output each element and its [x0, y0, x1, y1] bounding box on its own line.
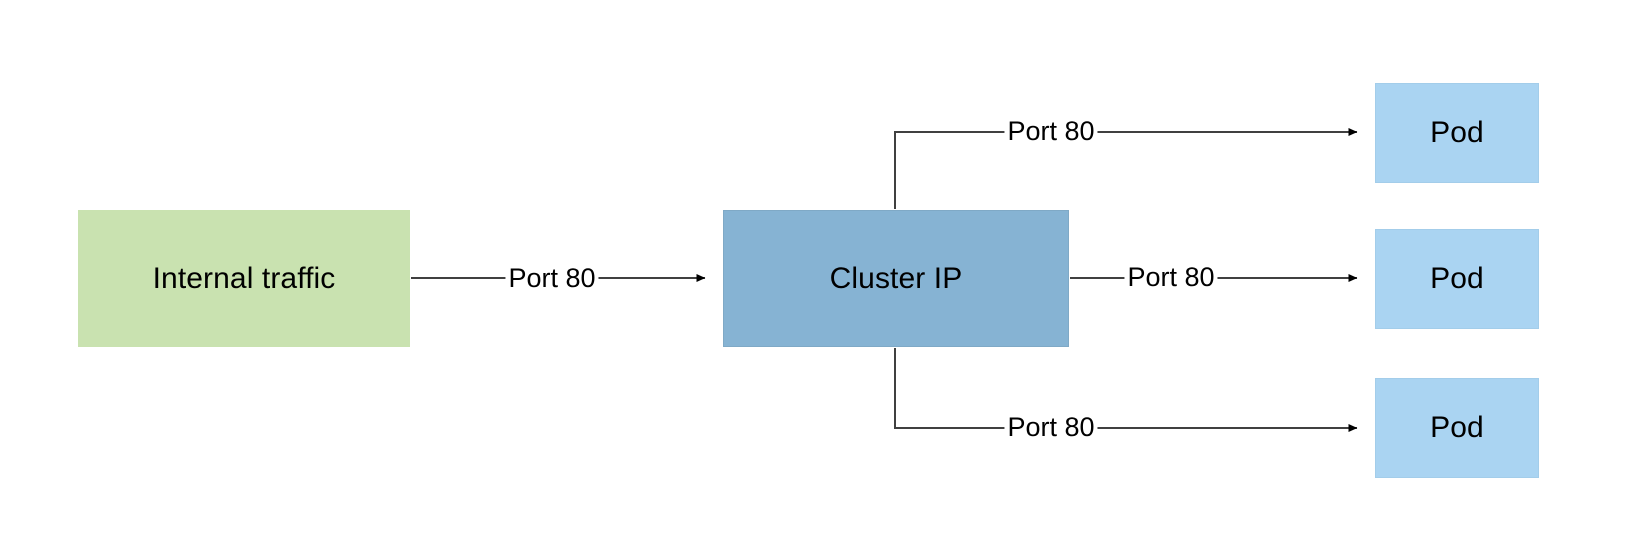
- edge-path-cluster-to-pod-1: [894, 128, 1358, 209]
- node-pod-2-label: Pod: [1430, 262, 1484, 295]
- edge-label-cluster-to-pod-3: Port 80: [1004, 412, 1098, 441]
- node-pod-3[interactable]: Pod: [1375, 378, 1539, 478]
- node-pod-1[interactable]: Pod: [1375, 83, 1539, 183]
- edge-path-cluster-to-pod-3: [894, 348, 1358, 432]
- node-cluster-ip[interactable]: Cluster IP: [723, 210, 1069, 347]
- node-internal-traffic-label: Internal traffic: [152, 261, 336, 295]
- edge-label-cluster-to-pod-2: Port 80: [1124, 262, 1218, 291]
- node-pod-1-label: Pod: [1430, 116, 1484, 149]
- edge-label-internal-to-cluster: Port 80: [505, 263, 599, 292]
- node-pod-2[interactable]: Pod: [1375, 229, 1539, 329]
- node-pod-3-label: Pod: [1430, 411, 1484, 444]
- node-cluster-ip-label: Cluster IP: [829, 261, 963, 295]
- node-internal-traffic[interactable]: Internal traffic: [78, 210, 410, 347]
- edge-label-cluster-to-pod-1: Port 80: [1004, 116, 1098, 145]
